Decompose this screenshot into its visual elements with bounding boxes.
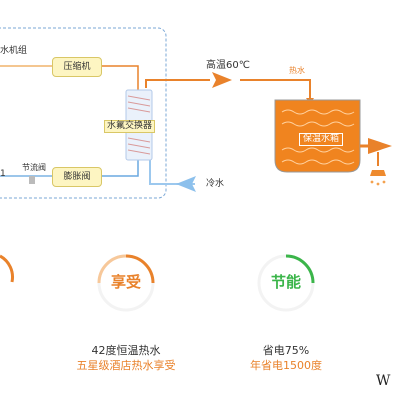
feature-save-line2: 年省电1500度 <box>250 359 322 372</box>
feature-save-line1: 省电75% <box>262 344 310 357</box>
feature-ring-left-partial-icon <box>0 254 14 283</box>
left-partial-label: 1 <box>0 169 6 179</box>
expansion-valve-label: 膨胀阀 <box>63 171 91 182</box>
exchanger-label: 水氟交换器 <box>104 120 156 133</box>
feature-save-caption: 省电75% 年省电1500度 <box>236 345 336 371</box>
compressor-label: 压缩机 <box>63 61 91 72</box>
shower-head-icon <box>370 170 386 176</box>
compressor-box: 压缩机 <box>52 57 102 77</box>
feature-enjoy-caption: 42度恒温热水 五星级酒店热水享受 <box>66 345 186 371</box>
unit-boundary <box>0 27 167 199</box>
throttle-label: 节流阀 <box>22 163 46 172</box>
outlet-arrow-icon <box>368 138 392 154</box>
feature-enjoy-title: 享受 <box>111 273 142 291</box>
watermark: W <box>376 373 391 389</box>
feature-enjoy-line1: 42度恒温热水 <box>91 344 161 357</box>
tank-body <box>274 99 361 173</box>
exchanger-coil-icon <box>127 95 151 155</box>
feature-ring-enjoy-icon <box>97 254 155 312</box>
hot-arrow-icon <box>212 72 232 88</box>
pipe-hot-out <box>145 79 210 88</box>
shower-drops-icon <box>370 180 386 186</box>
feature-ring-save-icon <box>257 254 315 312</box>
hot-water-label: 热水 <box>289 66 305 75</box>
pipe-tank-feed <box>240 79 311 100</box>
feature-save-title: 节能 <box>271 273 302 291</box>
tank-wave-icon <box>281 109 355 165</box>
expansion-valve-box: 膨胀阀 <box>52 167 102 187</box>
tank-label: 保温水箱 <box>299 133 344 146</box>
pipe-exchanger-to-valve <box>100 158 139 177</box>
pipe-compressor-to-exchanger <box>100 65 139 92</box>
feature-enjoy-line2: 五星级酒店热水享受 <box>76 359 176 372</box>
cold-water-label: 冷水 <box>206 179 225 189</box>
unit-partial-label: 水机组 <box>0 46 28 56</box>
throttle-valve-icon <box>29 176 35 184</box>
cold-arrow-icon <box>176 176 196 192</box>
high-temp-label: 高温60℃ <box>206 60 250 71</box>
